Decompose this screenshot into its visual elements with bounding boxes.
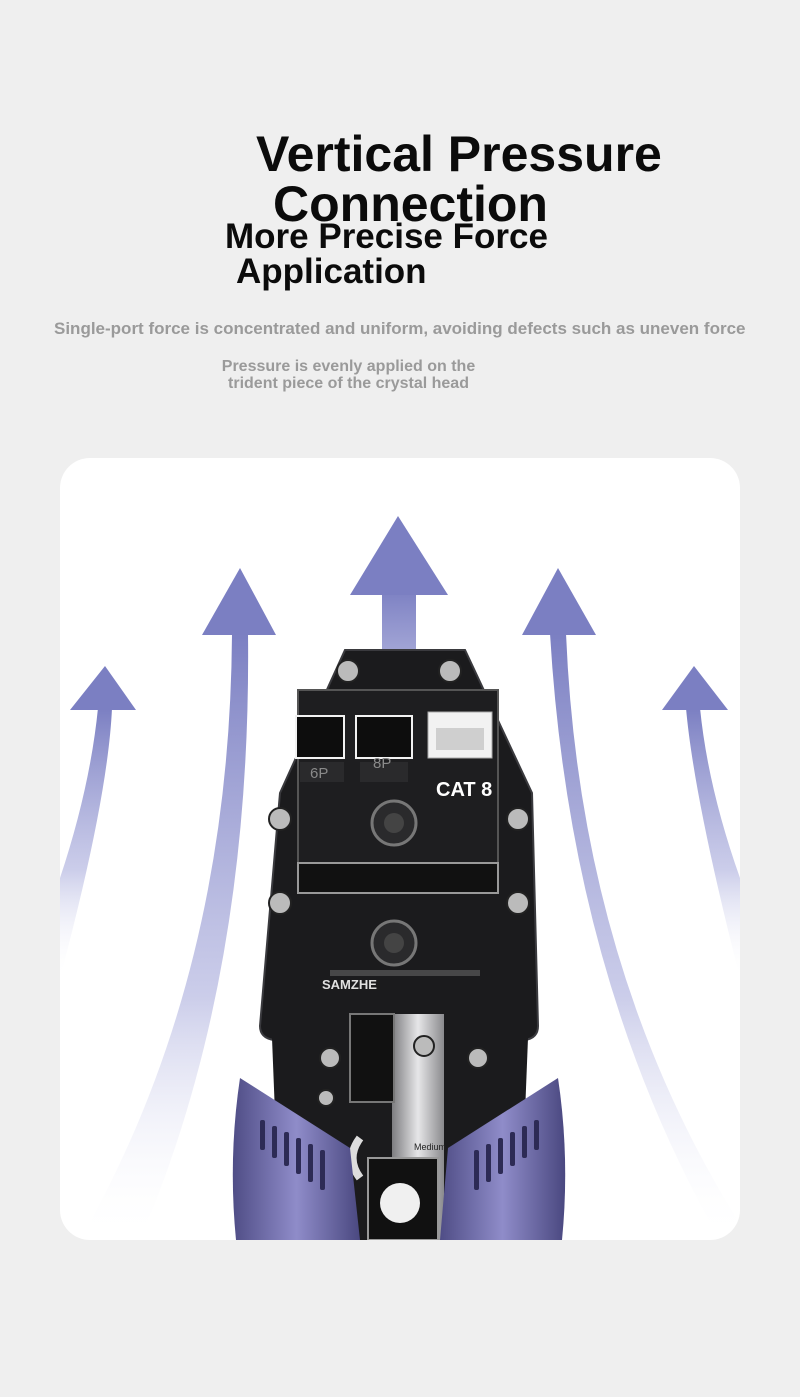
brand-label: SAMZHE (322, 977, 377, 992)
crimping-tool-head: 6P 8P CAT 8 SAMZHE (258, 649, 540, 1041)
screw-icon (506, 807, 530, 831)
port-6p-label: 6P (310, 765, 328, 782)
screw-icon (268, 891, 292, 915)
port-6p-icon (295, 715, 345, 759)
screw-icon (319, 1047, 341, 1069)
screw-icon (268, 807, 292, 831)
screw-icon (336, 659, 360, 683)
headline-line-1: Vertical Pressure (256, 126, 662, 182)
port-8p-icon (355, 715, 413, 759)
arrow-icon-right (522, 568, 740, 1240)
screw-icon (467, 1047, 489, 1069)
port-8p-label: 8P (373, 755, 391, 772)
crimping-tool-illustration: 6P 8P CAT 8 SAMZHE Medium (60, 516, 740, 1240)
arrow-icon-far-right (662, 666, 740, 978)
left-handle (232, 1078, 360, 1240)
pressure-note: Pressure is evenly applied on the triden… (196, 358, 501, 392)
cat8-label: CAT 8 (436, 779, 492, 801)
arrow-icon-left (80, 568, 276, 1240)
die-size-label: Medium (414, 1142, 446, 1152)
description-text: Single-port force is concentrated and un… (54, 319, 746, 338)
product-image-card: 6P 8P CAT 8 SAMZHE Medium (60, 458, 740, 1240)
headline-line-2: Connection (273, 176, 548, 232)
subheadline-line-2: Application (236, 252, 427, 291)
screw-icon (506, 891, 530, 915)
pressure-note-line-1: Pressure is evenly applied on the (221, 358, 476, 375)
subheadline-line-1: More Precise Force (225, 217, 548, 256)
screw-icon (438, 659, 462, 683)
right-handle (440, 1078, 566, 1240)
screw-icon (413, 1035, 435, 1057)
arrow-icon-far-left (60, 666, 136, 978)
pressure-note-line-2: trident piece of the crystal head (228, 375, 469, 392)
